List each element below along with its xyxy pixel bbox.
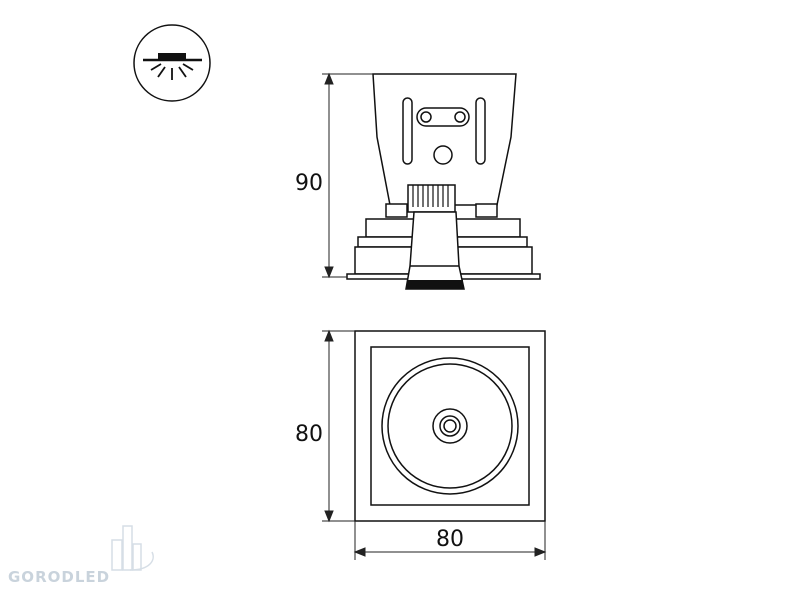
dimension-height: [322, 72, 373, 279]
bracket-hole-horizontal: [416, 107, 470, 127]
bracket-hole-round: [433, 145, 453, 165]
height-dimension-label: 90: [295, 171, 323, 196]
dimension-width: [353, 521, 547, 560]
recessed-downlight-icon: [133, 24, 211, 102]
width-dimension-label: 80: [436, 527, 464, 552]
bracket-slot-right: [475, 97, 486, 165]
watermark-text: GORODLED: [8, 568, 110, 586]
heatsink: [407, 184, 456, 213]
side-view: [346, 73, 541, 290]
bracket-slot-left: [402, 97, 413, 165]
depth-dimension-label: 80: [295, 422, 323, 447]
dimension-depth: [322, 329, 355, 523]
heatsink-fins: [412, 185, 449, 207]
top-view: [354, 330, 546, 522]
watermark-logo: GORODLED: [8, 525, 154, 586]
lamp-module: [405, 211, 465, 290]
city-skyline-icon: [111, 525, 154, 571]
